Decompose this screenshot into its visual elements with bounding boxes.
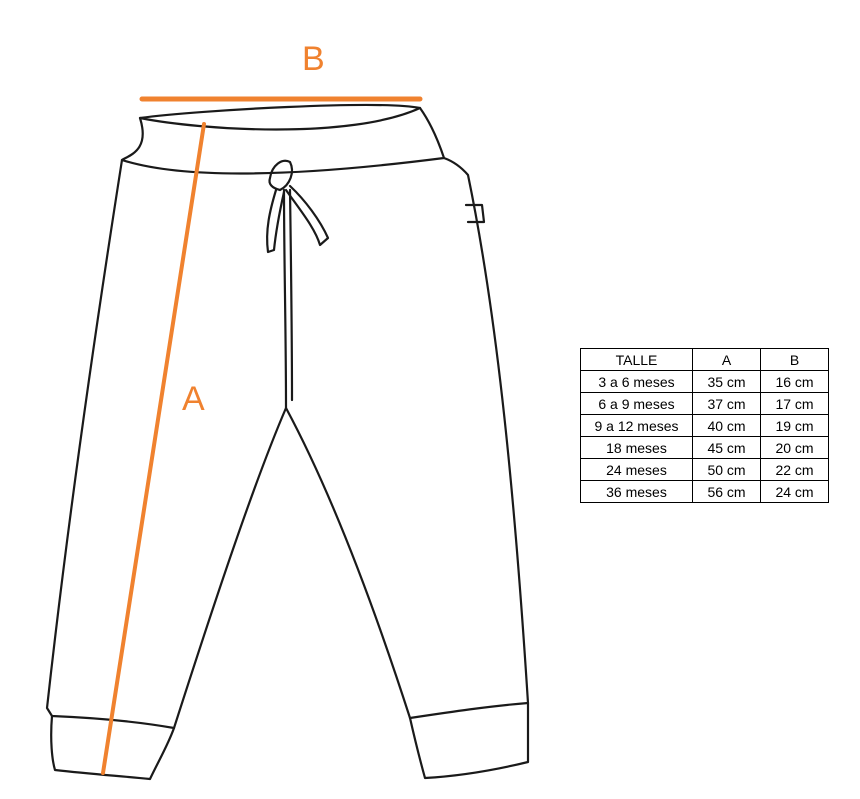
measure-line-a xyxy=(101,122,206,775)
cell-talle: 36 meses xyxy=(580,480,693,503)
cell-a: 37 cm xyxy=(692,392,761,415)
cell-b: 20 cm xyxy=(760,436,829,459)
measure-label-a: A xyxy=(182,380,205,418)
cell-a: 50 cm xyxy=(692,458,761,481)
drawstring-right xyxy=(284,184,330,247)
cell-talle: 9 a 12 meses xyxy=(580,414,693,437)
table-header-row: TALLE A B xyxy=(580,348,829,371)
size-table: TALLE A B 3 a 6 meses 35 cm 16 cm 6 a 9 … xyxy=(580,348,829,503)
cell-b: 24 cm xyxy=(760,480,829,503)
pants-outline xyxy=(45,156,530,730)
header-talle: TALLE xyxy=(580,348,693,371)
fly-seam xyxy=(282,188,288,410)
cell-b: 17 cm xyxy=(760,392,829,415)
left-cuff xyxy=(50,714,176,781)
cell-a: 40 cm xyxy=(692,414,761,437)
fly-seam-inner xyxy=(288,188,294,402)
table-row: 18 meses 45 cm 20 cm xyxy=(580,436,829,459)
table-row: 6 a 9 meses 37 cm 17 cm xyxy=(580,392,829,415)
waistband-outline xyxy=(120,106,446,175)
cell-b: 16 cm xyxy=(760,370,829,393)
cell-b: 19 cm xyxy=(760,414,829,437)
drawstring-knot xyxy=(268,159,294,192)
drawstring-left xyxy=(266,188,286,254)
table-row: 3 a 6 meses 35 cm 16 cm xyxy=(580,370,829,393)
cell-talle: 18 meses xyxy=(580,436,693,459)
cell-talle: 6 a 9 meses xyxy=(580,392,693,415)
measure-label-b: B xyxy=(302,40,325,78)
table-row: 24 meses 50 cm 22 cm xyxy=(580,458,829,481)
waistband-top-curve xyxy=(138,103,422,120)
cell-a: 35 cm xyxy=(692,370,761,393)
cell-talle: 24 meses xyxy=(580,458,693,481)
cell-talle: 3 a 6 meses xyxy=(580,370,693,393)
header-b: B xyxy=(760,348,829,371)
side-tab xyxy=(464,203,486,224)
table-row: 36 meses 56 cm 24 cm xyxy=(580,480,829,503)
cell-a: 56 cm xyxy=(692,480,761,503)
right-cuff xyxy=(408,701,530,780)
cell-b: 22 cm xyxy=(760,458,829,481)
table-row: 9 a 12 meses 40 cm 19 cm xyxy=(580,414,829,437)
header-a: A xyxy=(692,348,761,371)
cell-a: 45 cm xyxy=(692,436,761,459)
